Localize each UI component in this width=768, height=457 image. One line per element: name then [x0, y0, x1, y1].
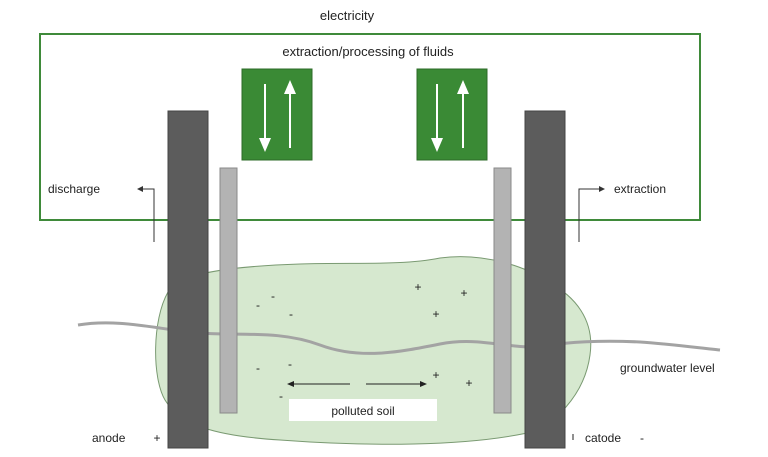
negative-charge: - — [271, 289, 275, 303]
positive-charge: + — [432, 368, 439, 382]
negative-charge: - — [256, 298, 260, 312]
catode-label: catode — [585, 431, 621, 445]
extraction-label: extraction — [614, 182, 666, 196]
process-box-label: extraction/processing of fluids — [282, 44, 454, 59]
positive-charge: + — [465, 376, 472, 390]
anode-label: anode — [92, 431, 126, 445]
process-frame — [39, 33, 701, 221]
anode-electrode — [167, 110, 209, 449]
polluted-soil-label: polluted soil — [331, 404, 394, 418]
negative-charge: - — [279, 389, 283, 403]
anode-sign: + — [153, 431, 160, 445]
discharge-label: discharge — [48, 182, 100, 196]
left-well-tube — [219, 167, 238, 414]
positive-charge: + — [414, 280, 421, 294]
groundwater-level-label: groundwater level — [620, 361, 715, 375]
bidirectional-flow-icon — [431, 80, 469, 152]
right-well-tube — [493, 167, 512, 414]
positive-charge: + — [460, 286, 467, 300]
negative-charge: - — [288, 357, 292, 371]
ion-migration-arrows — [287, 381, 427, 387]
polluted-soil-label-box — [289, 399, 437, 421]
flow-exchanger-left — [241, 68, 313, 161]
discharge-arrow — [137, 186, 155, 242]
bidirectional-flow-icon — [259, 80, 296, 152]
negative-charge: - — [289, 307, 293, 321]
electricity-label: electricity — [320, 8, 375, 23]
flow-exchanger-right — [416, 68, 488, 161]
positive-charge: + — [432, 307, 439, 321]
catode-sign: - — [640, 431, 644, 445]
negative-charges: - - - - - - — [256, 289, 293, 403]
negative-charge: - — [256, 361, 260, 375]
catode-electrode — [524, 110, 566, 449]
extraction-arrow — [578, 186, 605, 242]
positive-charges: + + + + + — [414, 280, 472, 390]
